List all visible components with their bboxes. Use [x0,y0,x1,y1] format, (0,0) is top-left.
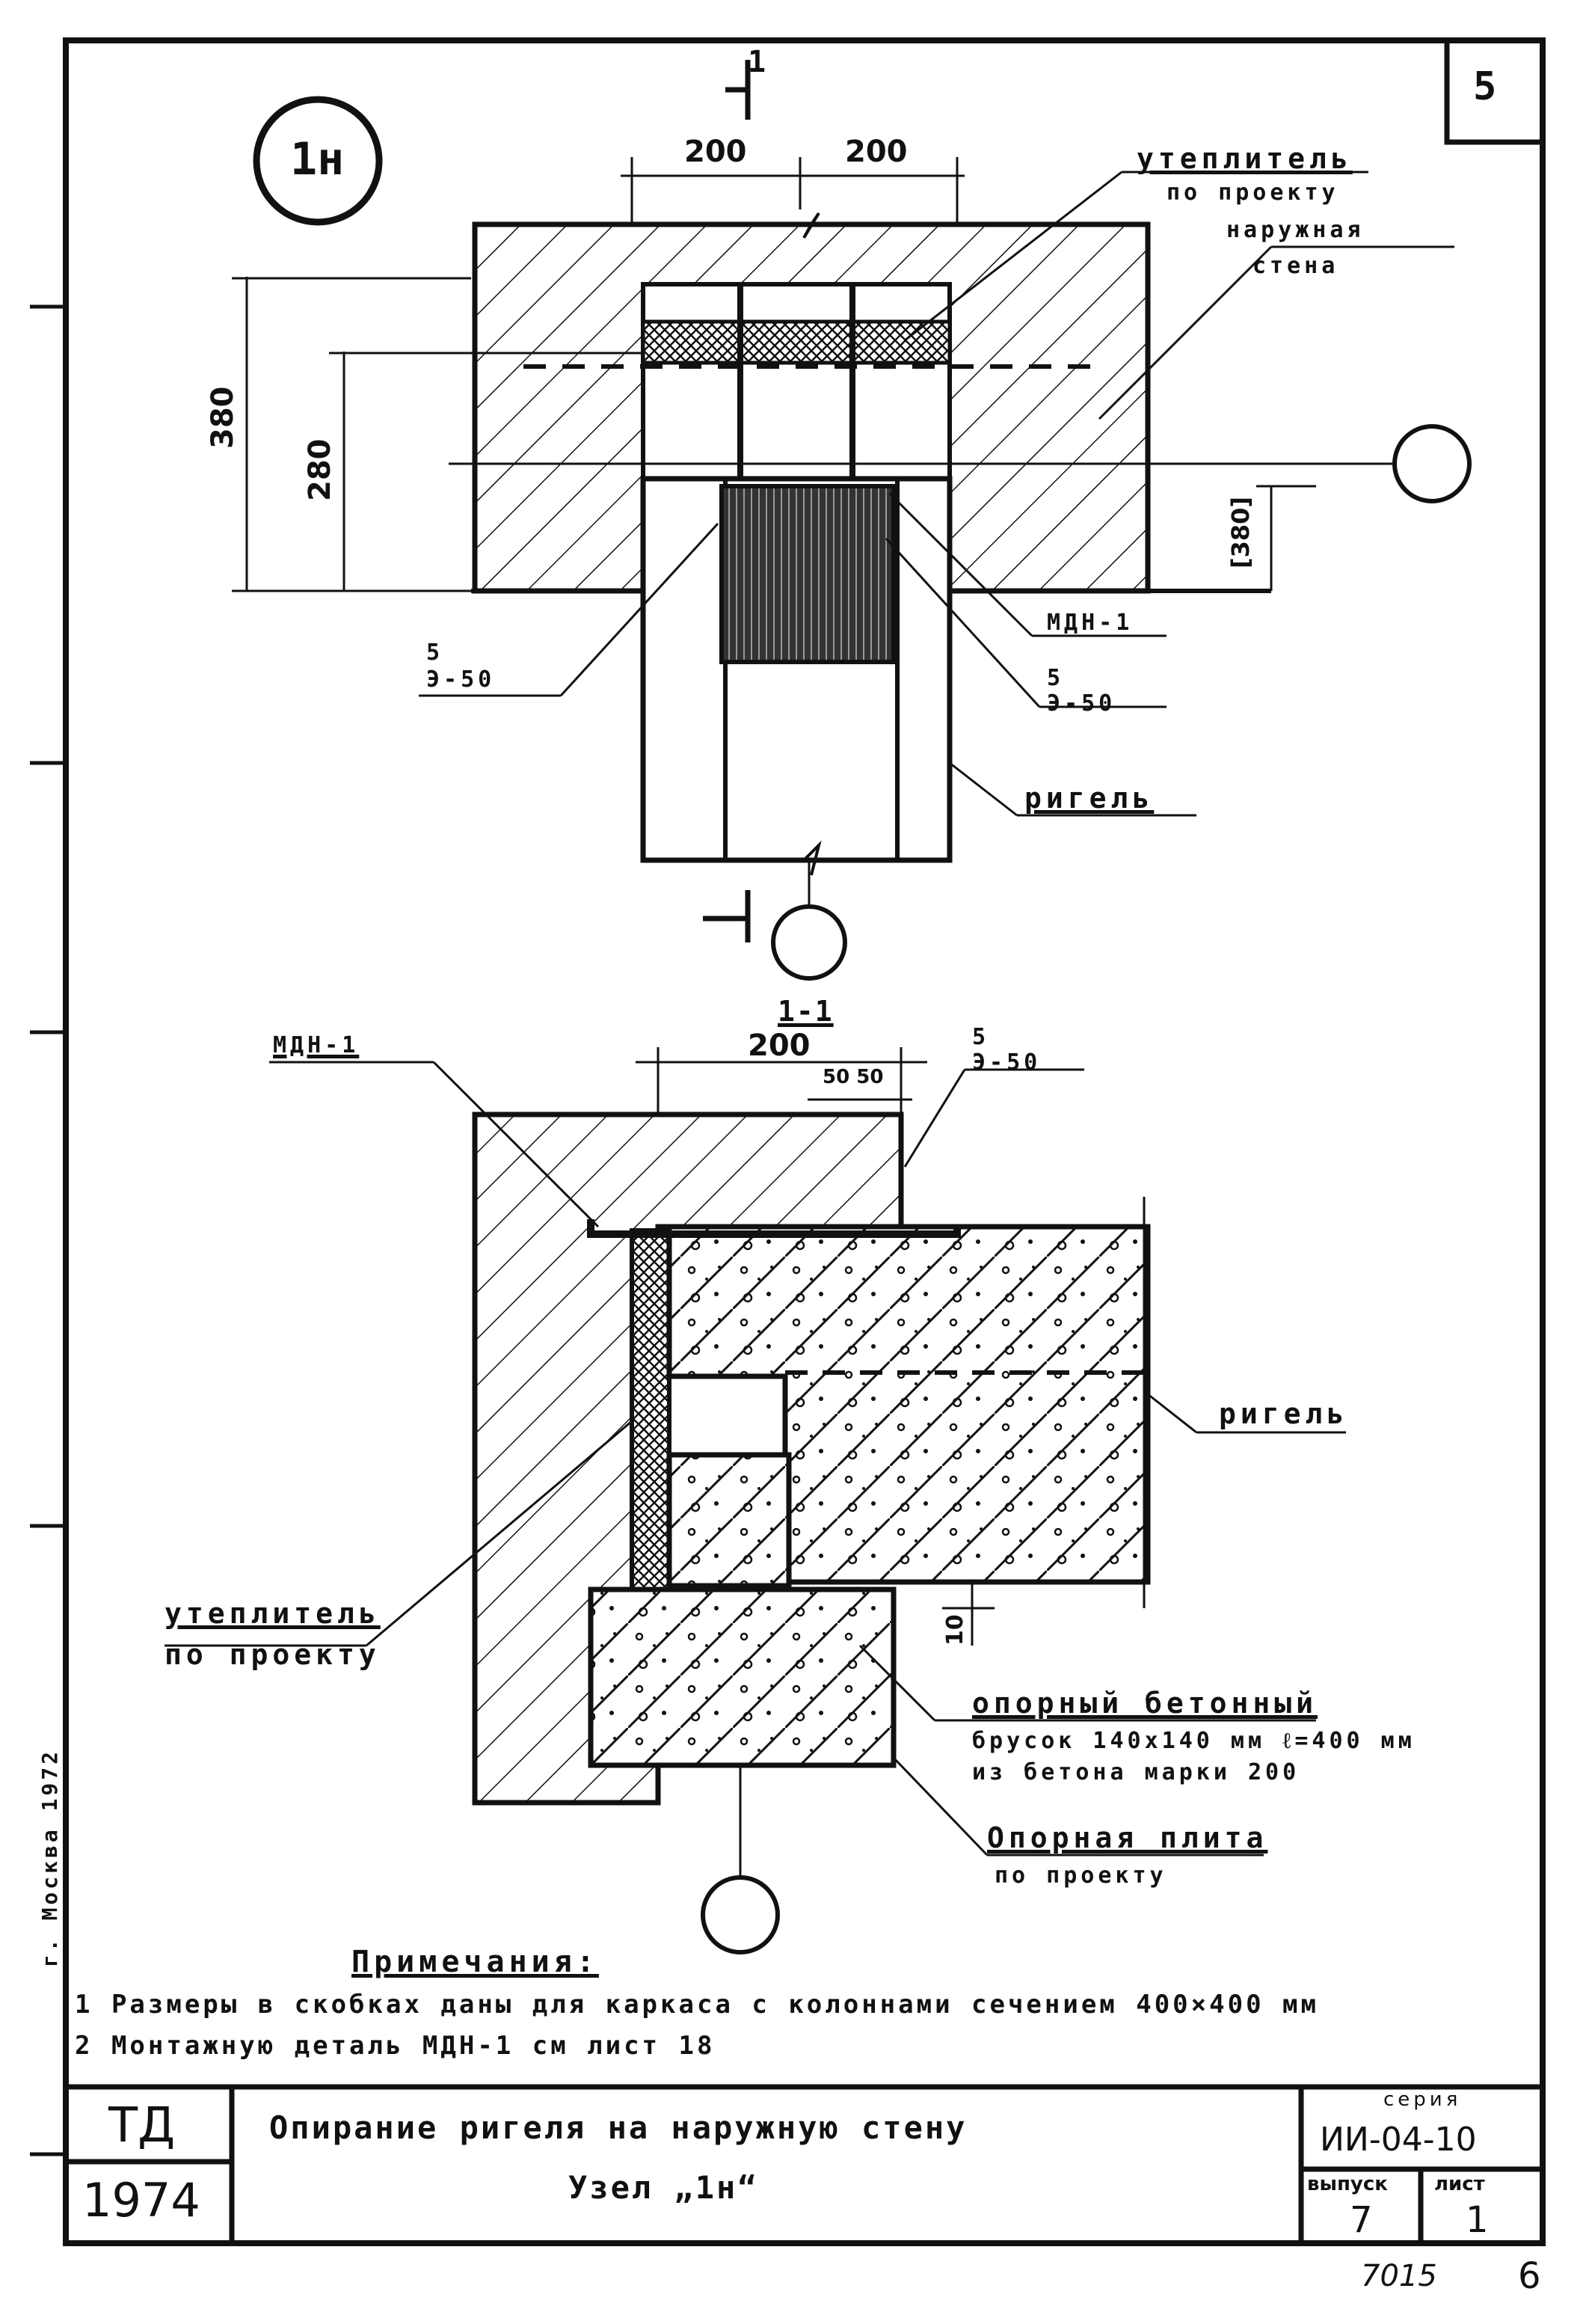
title-block-issue-value: 7 [1350,2199,1373,2241]
section-bearing-plate [588,1586,897,1768]
title-block-sheet-label: лист [1434,2173,1485,2195]
section-dimensions [636,1047,1146,1646]
plan-beam-label: ригель [1024,782,1155,815]
section-plate-label-1: Опорная плита [987,1821,1268,1854]
section-insulation-label-1: утеплитель [165,1597,381,1630]
section-dim-width: 200 [748,1028,811,1063]
section-beam-label: ригель [1219,1397,1349,1430]
plan-dim-width-left: 200 [684,135,747,169]
plan-dimensions [232,157,1316,592]
notes-title: Примечания: [351,1945,599,1979]
plan-wall-opening [641,282,952,481]
plan-mdn-label: МДН-1 [1047,610,1134,636]
section-block-label-3: из бетона марки 200 [972,1759,1300,1785]
notes-line-2: 2 Монтажную деталь МДН-1 см лист 18 [75,2031,716,2061]
plan-outer-wall-label-1: наружная [1226,217,1365,243]
sheet-number-box [1444,37,1546,145]
title-block-org: ТД [108,2098,176,2153]
plan-dim-width-right: 200 [845,135,908,169]
side-stamp: г. Москва 1972 [37,1748,62,1967]
section-steel-plate [587,1219,961,1238]
title-block-title-2: Узел „1н“ [568,2169,759,2206]
section-leaders [165,1061,1346,1857]
title-block-frame [66,2084,1543,2243]
axis-circle-section [701,1875,780,1954]
section-weld-label: 5 Э-50 [972,1024,1042,1076]
section-mdn-label: МДН-1 [273,1032,360,1058]
notes-line-1: 1 Размеры в скобках даны для каркаса с к… [75,1990,1319,2020]
section-dim-gap: 50 50 [823,1066,884,1088]
plan-insulation-label-1: утеплитель [1137,142,1353,175]
sheet-frame [63,37,1546,2246]
plan-insulation-label-2: по проекту [1167,180,1339,206]
title-block-series-value: ИИ-04-10 [1320,2121,1477,2159]
plan-leaders [419,171,1454,817]
section-insulation [630,1228,671,1592]
plan-dim-height-inner: 280 [303,438,337,502]
plan-weld-left-label: 5 Э-50 [426,640,496,693]
footer-page: 6 [1518,2255,1541,2297]
title-block-series-label: серия [1383,2088,1462,2111]
plan-dim-height-right: [380] [1226,496,1255,568]
plan-weld-right-label: 5 Э-50 [1047,665,1116,717]
plan-section-mark: 1 [748,45,771,79]
plan-section-marks [703,60,751,942]
edge-ticks [30,304,66,2156]
section-insulation-label-2: по проекту [165,1638,381,1671]
axis-circle-plan-bottom [771,904,847,981]
section-block-label-1: опорный бетонный [972,1687,1318,1720]
plan-embedded-plate [719,484,896,664]
footer-stamp: 7015 [1361,2259,1437,2293]
title-block-title-1: Опирание ригеля на наружную стену [269,2109,968,2146]
node-marker-circle [253,96,383,226]
plan-outer-wall-label-2: стена [1253,253,1339,279]
plan-dim-height-total: 380 [206,386,240,450]
section-dim-bottom-gap: 10 [942,1614,968,1646]
plan-insulation-strip [641,319,952,365]
section-title: 1-1 [778,995,834,1028]
title-block-issue-label: выпуск [1307,2173,1388,2195]
axis-circle-plan-right [1392,424,1472,503]
section-block-label-2: брусок 140х140 мм ℓ=400 мм [972,1728,1416,1754]
node-marker-label: 1н [290,133,345,186]
section-support-bar [666,1452,792,1589]
section-plate-label-2: по проекту [995,1862,1167,1889]
sheet-number: 5 [1473,64,1497,109]
title-block-sheet-value: 1 [1466,2199,1489,2241]
title-block-year: 1974 [82,2173,200,2228]
